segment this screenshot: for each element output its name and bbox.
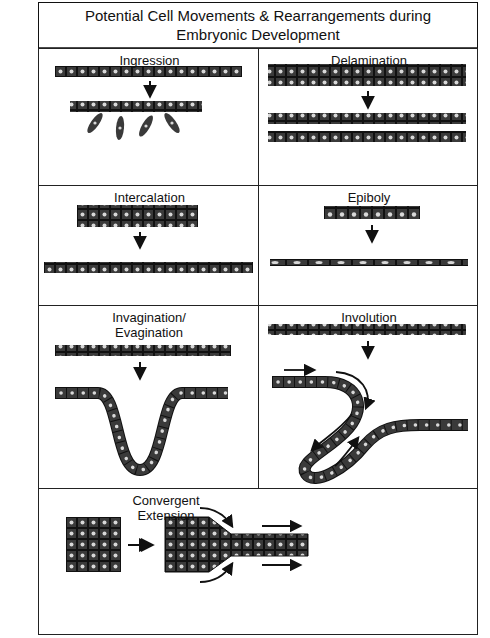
nuclei bbox=[61, 393, 228, 470]
invagination-art bbox=[55, 345, 231, 470]
arrow bbox=[336, 372, 368, 408]
migrating-cell bbox=[162, 111, 182, 135]
nucleus bbox=[144, 124, 147, 127]
panel-heading: Involution bbox=[259, 310, 479, 325]
panel-heading: Epiboly bbox=[259, 190, 479, 205]
diagram-title: Potential Cell Movements & Rearrangement… bbox=[38, 6, 478, 44]
cell-sheet bbox=[270, 259, 468, 266]
arrow bbox=[139, 362, 141, 378]
panel-box: Invagination/ Evagination bbox=[38, 305, 259, 489]
nucleus bbox=[93, 121, 96, 124]
arrow bbox=[371, 225, 373, 241]
arrow bbox=[335, 438, 358, 466]
cell-borders bbox=[55, 393, 228, 470]
panel-heading: Delamination bbox=[259, 53, 479, 68]
nucleus bbox=[118, 126, 121, 129]
folded-sheet bbox=[55, 393, 228, 470]
ingression-art bbox=[55, 66, 242, 140]
panel-heading: Convergent Extension bbox=[111, 493, 221, 523]
arrow bbox=[284, 369, 314, 371]
panel-heading: Invagination/ Evagination bbox=[94, 310, 204, 340]
nuclei bbox=[278, 382, 468, 478]
cell-sheet bbox=[77, 205, 198, 216]
panel-heading: Intercalation bbox=[39, 190, 260, 205]
cell-grid bbox=[66, 517, 121, 572]
panel-box: Intercalation bbox=[38, 185, 259, 306]
cell-borders bbox=[272, 382, 468, 478]
folded-sheet bbox=[272, 382, 468, 478]
cell-sheet bbox=[77, 216, 198, 227]
epiboly-art bbox=[270, 206, 468, 266]
panel-heading: Ingression bbox=[39, 53, 260, 68]
cell-sheet bbox=[268, 75, 466, 86]
arrow bbox=[262, 564, 300, 566]
arrow bbox=[262, 525, 300, 527]
arrow bbox=[367, 91, 369, 107]
folded-sheet bbox=[272, 382, 468, 478]
cell-grid bbox=[165, 517, 308, 572]
panel-box: Convergent Extension bbox=[38, 488, 478, 635]
migrating-cell bbox=[85, 111, 105, 135]
panel-box: Epiboly bbox=[258, 185, 478, 306]
panel-box: Ingression bbox=[38, 48, 259, 186]
arrow bbox=[367, 341, 369, 357]
migrating-cell bbox=[137, 114, 156, 139]
arrow bbox=[134, 544, 152, 546]
arrow bbox=[200, 564, 232, 582]
cell-sheet bbox=[268, 324, 466, 335]
folded-sheet bbox=[55, 393, 228, 470]
cell-sheet bbox=[268, 131, 466, 142]
cell-sheet bbox=[70, 101, 202, 112]
arrow bbox=[200, 508, 232, 526]
migrating-cell bbox=[115, 116, 125, 141]
nucleus bbox=[170, 121, 173, 124]
arrow bbox=[139, 232, 141, 247]
arrow bbox=[312, 414, 352, 450]
intercalation-art bbox=[44, 205, 253, 273]
delamination-art bbox=[268, 64, 466, 142]
involution-art bbox=[268, 324, 468, 478]
arrow bbox=[149, 81, 151, 96]
panel-box: Involution bbox=[258, 305, 478, 489]
cell-sheet bbox=[324, 206, 420, 219]
panel-box: Delamination bbox=[258, 48, 478, 186]
cell-sheet bbox=[44, 262, 253, 273]
cell-sheet bbox=[268, 113, 466, 124]
cell-sheet bbox=[55, 345, 231, 356]
